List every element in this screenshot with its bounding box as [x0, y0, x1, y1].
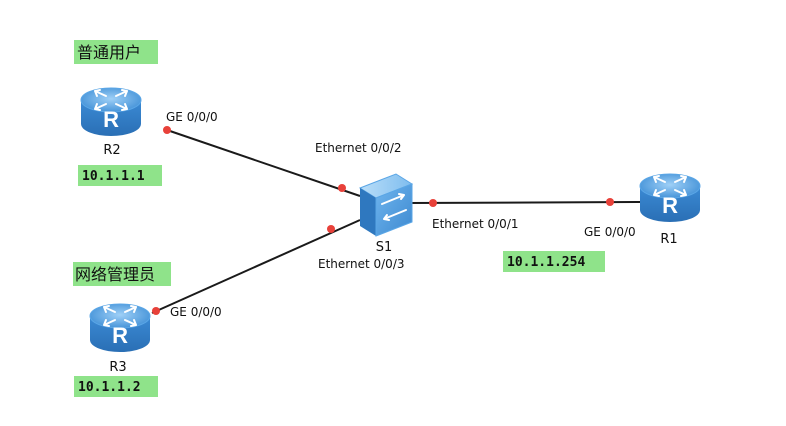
router-r3[interactable]: [89, 303, 151, 353]
port-label-r2-ge: GE 0/0/0: [166, 110, 218, 124]
switch-icon: [358, 173, 414, 237]
port-dot-r2-ge: [163, 126, 171, 134]
ip-label-r2: 10.1.1.1: [82, 169, 145, 184]
router-r2[interactable]: [80, 87, 142, 137]
device-label-s1: S1: [376, 240, 393, 255]
port-label-s1-e3: Ethernet 0/0/3: [318, 257, 405, 271]
ip-highlight-r3: [74, 376, 158, 397]
switch-s1[interactable]: [358, 173, 414, 237]
ip-highlight-r2: [78, 165, 162, 186]
role-highlight-r3: [73, 262, 171, 286]
port-label-r1-ge: GE 0/0/0: [584, 225, 636, 239]
port-label-s1-e1: Ethernet 0/0/1: [432, 217, 519, 231]
port-dot-s1-e2: [338, 184, 346, 192]
port-dot-r1-ge: [606, 198, 614, 206]
ip-highlight-r1: [503, 251, 605, 272]
link-r3-s1: [151, 219, 361, 314]
ip-label-r1: 10.1.1.254: [507, 255, 585, 270]
role-label-r2: 普通用户: [77, 43, 141, 62]
router-r1[interactable]: [639, 173, 701, 223]
router-icon: [80, 87, 142, 137]
role-highlight-r2: [74, 40, 158, 64]
port-dot-s1-e1: [429, 199, 437, 207]
link-s1-r1: [407, 201, 641, 204]
port-dot-s1-e3: [327, 225, 335, 233]
device-label-r1: R1: [660, 232, 677, 247]
device-label-r2: R2: [103, 143, 120, 158]
router-icon: [89, 303, 151, 353]
ip-label-r3: 10.1.1.2: [78, 380, 141, 395]
device-label-r3: R3: [109, 360, 126, 375]
port-dot-r3-ge: [152, 307, 160, 315]
port-label-s1-e2: Ethernet 0/0/2: [315, 141, 402, 155]
link-r2-s1: [166, 129, 361, 197]
port-label-r3-ge: GE 0/0/0: [170, 305, 222, 319]
router-icon: [639, 173, 701, 223]
role-label-r3: 网络管理员: [75, 265, 155, 284]
